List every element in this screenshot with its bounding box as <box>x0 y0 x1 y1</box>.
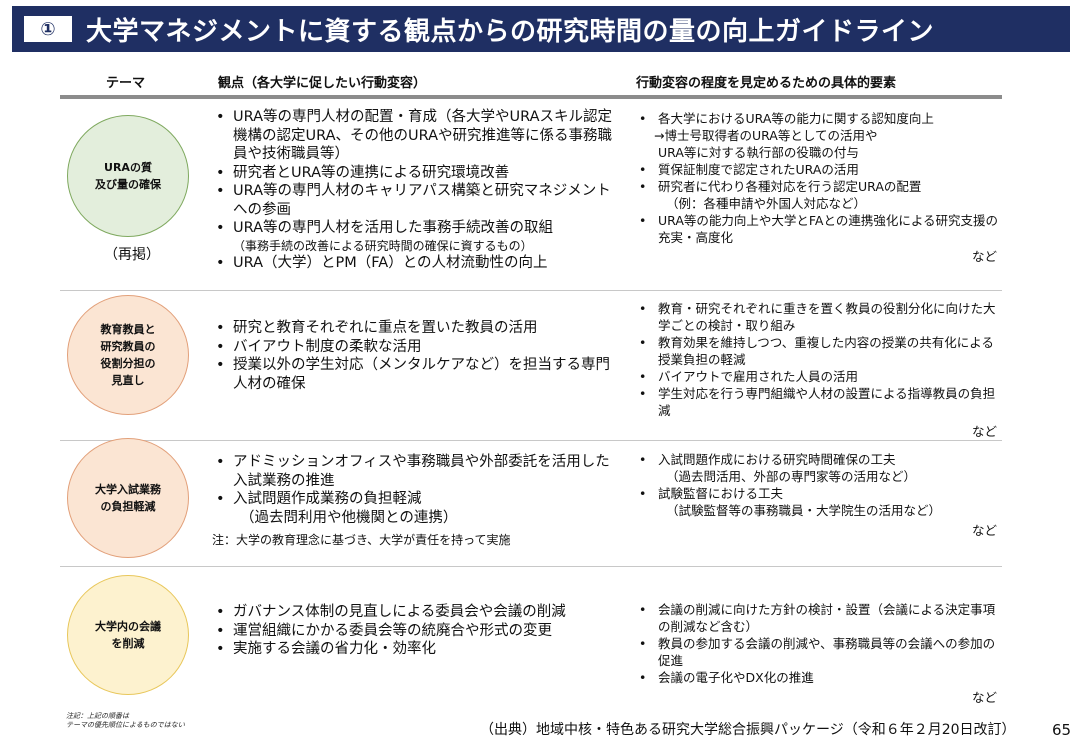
element-subnote: （過去問活用、外部の専門家等の活用など） <box>666 469 917 484</box>
element-subnote: →博士号取得者のURA等としての活用や <box>654 128 878 143</box>
element-item: 入試問題作成における研究時間確保の工夫 <box>636 451 1002 468</box>
viewpoint-item: 授業以外の学生対応（メンタルケアなど）を担当する専門人材の確保 <box>212 356 614 393</box>
element-subnote: （試験監督等の事務職員・大学院生の活用など） <box>666 503 942 518</box>
header-divider <box>60 95 1002 99</box>
viewpoint-item: URA等の専門人材のキャリアパス構築と研究マネジメントへの参画 <box>212 182 614 219</box>
theme-label: 大学入試業務 の負担軽減 <box>95 483 161 513</box>
element-subnote: URA等に対する執行部の役職の付与 <box>658 145 859 160</box>
theme-circle-teaching: 教育教員と 研究教員の 役割分担の 見直し <box>67 295 189 415</box>
header-viewpoint: 観点（各大学に促したい行動変容） <box>218 76 427 91</box>
viewpoint-item: ガバナンス体制の見直しによる委員会や会議の削減 <box>212 603 614 622</box>
element-item: URA等の能力向上や大学とFAとの連携強化による研究支援の充実・高度化 <box>636 212 1002 246</box>
element-list: 各大学におけるURA等の能力に関する認知度向上 →博士号取得者のURA等としての… <box>636 110 1002 246</box>
admission-note: 注：大学の教育理念に基づき、大学が責任を持って実施 <box>212 533 511 547</box>
element-list: 教育・研究それぞれに重きを置く教員の役割分化に向けた大学ごとの検討・取り組み 教… <box>636 300 1002 419</box>
title-bar: ① 大学マネジメントに資する観点からの研究時間の量の向上ガイドライン <box>12 6 1070 52</box>
footnote: 注記：上記の順番は テーマの優先順位によるものではない <box>66 712 185 729</box>
element-item: 各大学におけるURA等の能力に関する認知度向上 <box>636 110 1002 127</box>
viewpoint-subnote: （過去問利用や他機関との連携） <box>240 509 458 526</box>
element-list: 会議の削減に向けた方針の検討・設置（会議による決定事項の削減など含む） 教員の参… <box>636 601 1002 686</box>
theme-label: URAの質 及び量の確保 <box>95 161 161 191</box>
element-list: 入試問題作成における研究時間確保の工夫 （過去問活用、外部の専門家等の活用など）… <box>636 451 1002 519</box>
viewpoint-item: 入試問題作成業務の負担軽減 <box>212 490 614 509</box>
element-item: 教育・研究それぞれに重きを置く教員の役割分化に向けた大学ごとの検討・取り組み <box>636 300 1002 334</box>
page-title: 大学マネジメントに資する観点からの研究時間の量の向上ガイドライン <box>86 16 935 47</box>
viewpoint-item: 実施する会議の省力化・効率化 <box>212 640 614 659</box>
element-item: 質保証制度で認定されたURAの活用 <box>636 161 1002 178</box>
section-number-badge: ① <box>22 14 74 44</box>
etc-label: など <box>972 690 998 705</box>
element-item: 教育効果を維持しつつ、重複した内容の授業の共有化による授業負担の軽減 <box>636 334 1002 368</box>
theme-circle-meetings: 大学内の会議 を削減 <box>67 575 189 695</box>
page-number: 65 <box>1052 721 1072 739</box>
element-subnote: （例：各種申請や外国人対応など） <box>666 196 867 211</box>
viewpoint-list: URA等の専門人材の配置・育成（各大学やURAスキル認定機構の認定URA、その他… <box>212 108 614 272</box>
etc-label: など <box>972 424 998 439</box>
viewpoint-list: 研究と教育それぞれに重点を置いた教員の活用 バイアウト制度の柔軟な活用 授業以外… <box>212 319 614 393</box>
repost-label: （再掲） <box>104 247 160 263</box>
element-item: 試験監督における工夫 <box>636 485 1002 502</box>
header-elements: 行動変容の程度を見定めるための具体的要素 <box>636 76 897 91</box>
row-divider <box>60 566 1002 567</box>
viewpoint-item: URA（大学）とPM（FA）との人材流動性の向上 <box>212 254 614 273</box>
etc-label: など <box>972 523 998 538</box>
viewpoint-subnote: （事務手続の改善による研究時間の確保に資するもの） <box>233 238 533 253</box>
row-divider <box>60 440 1002 441</box>
viewpoint-item: URA等の専門人材の配置・育成（各大学やURAスキル認定機構の認定URA、その他… <box>212 108 614 164</box>
etc-label: など <box>972 249 998 264</box>
theme-label: 大学内の会議 を削減 <box>95 620 161 650</box>
viewpoint-item: URA等の専門人材を活用した事務手続改善の取組 <box>212 219 614 238</box>
element-item: 学生対応を行う専門組織や人材の設置による指導教員の負担減 <box>636 385 1002 419</box>
viewpoint-item: 研究者とURA等の連携による研究環境改善 <box>212 164 614 183</box>
theme-label: 教育教員と 研究教員の 役割分担の 見直し <box>100 323 156 387</box>
row-divider <box>60 290 1002 291</box>
viewpoint-item: アドミッションオフィスや事務職員や外部委託を活用した入試業務の推進 <box>212 453 614 490</box>
theme-circle-ura: URAの質 及び量の確保 <box>67 115 189 237</box>
source-citation: （出典）地域中核・特色ある研究大学総合振興パッケージ（令和６年２月20日改訂） <box>480 722 1016 738</box>
viewpoint-list: ガバナンス体制の見直しによる委員会や会議の削減 運営組織にかかる委員会等の統廃合… <box>212 603 614 659</box>
viewpoint-item: バイアウト制度の柔軟な活用 <box>212 338 614 357</box>
theme-circle-admission: 大学入試業務 の負担軽減 <box>67 438 189 558</box>
header-theme: テーマ <box>106 76 146 91</box>
element-item: 教員の参加する会議の削減や、事務職員等の会議への参加の促進 <box>636 635 1002 669</box>
viewpoint-item: 運営組織にかかる委員会等の統廃合や形式の変更 <box>212 622 614 641</box>
viewpoint-list: アドミッションオフィスや事務職員や外部委託を活用した入試業務の推進 入試問題作成… <box>212 453 614 527</box>
element-item: 研究者に代わり各種対応を行う認定URAの配置 <box>636 178 1002 195</box>
viewpoint-item: 研究と教育それぞれに重点を置いた教員の活用 <box>212 319 614 338</box>
element-item: バイアウトで雇用された人員の活用 <box>636 368 1002 385</box>
element-item: 会議の電子化やDX化の推進 <box>636 669 1002 686</box>
element-item: 会議の削減に向けた方針の検討・設置（会議による決定事項の削減など含む） <box>636 601 1002 635</box>
